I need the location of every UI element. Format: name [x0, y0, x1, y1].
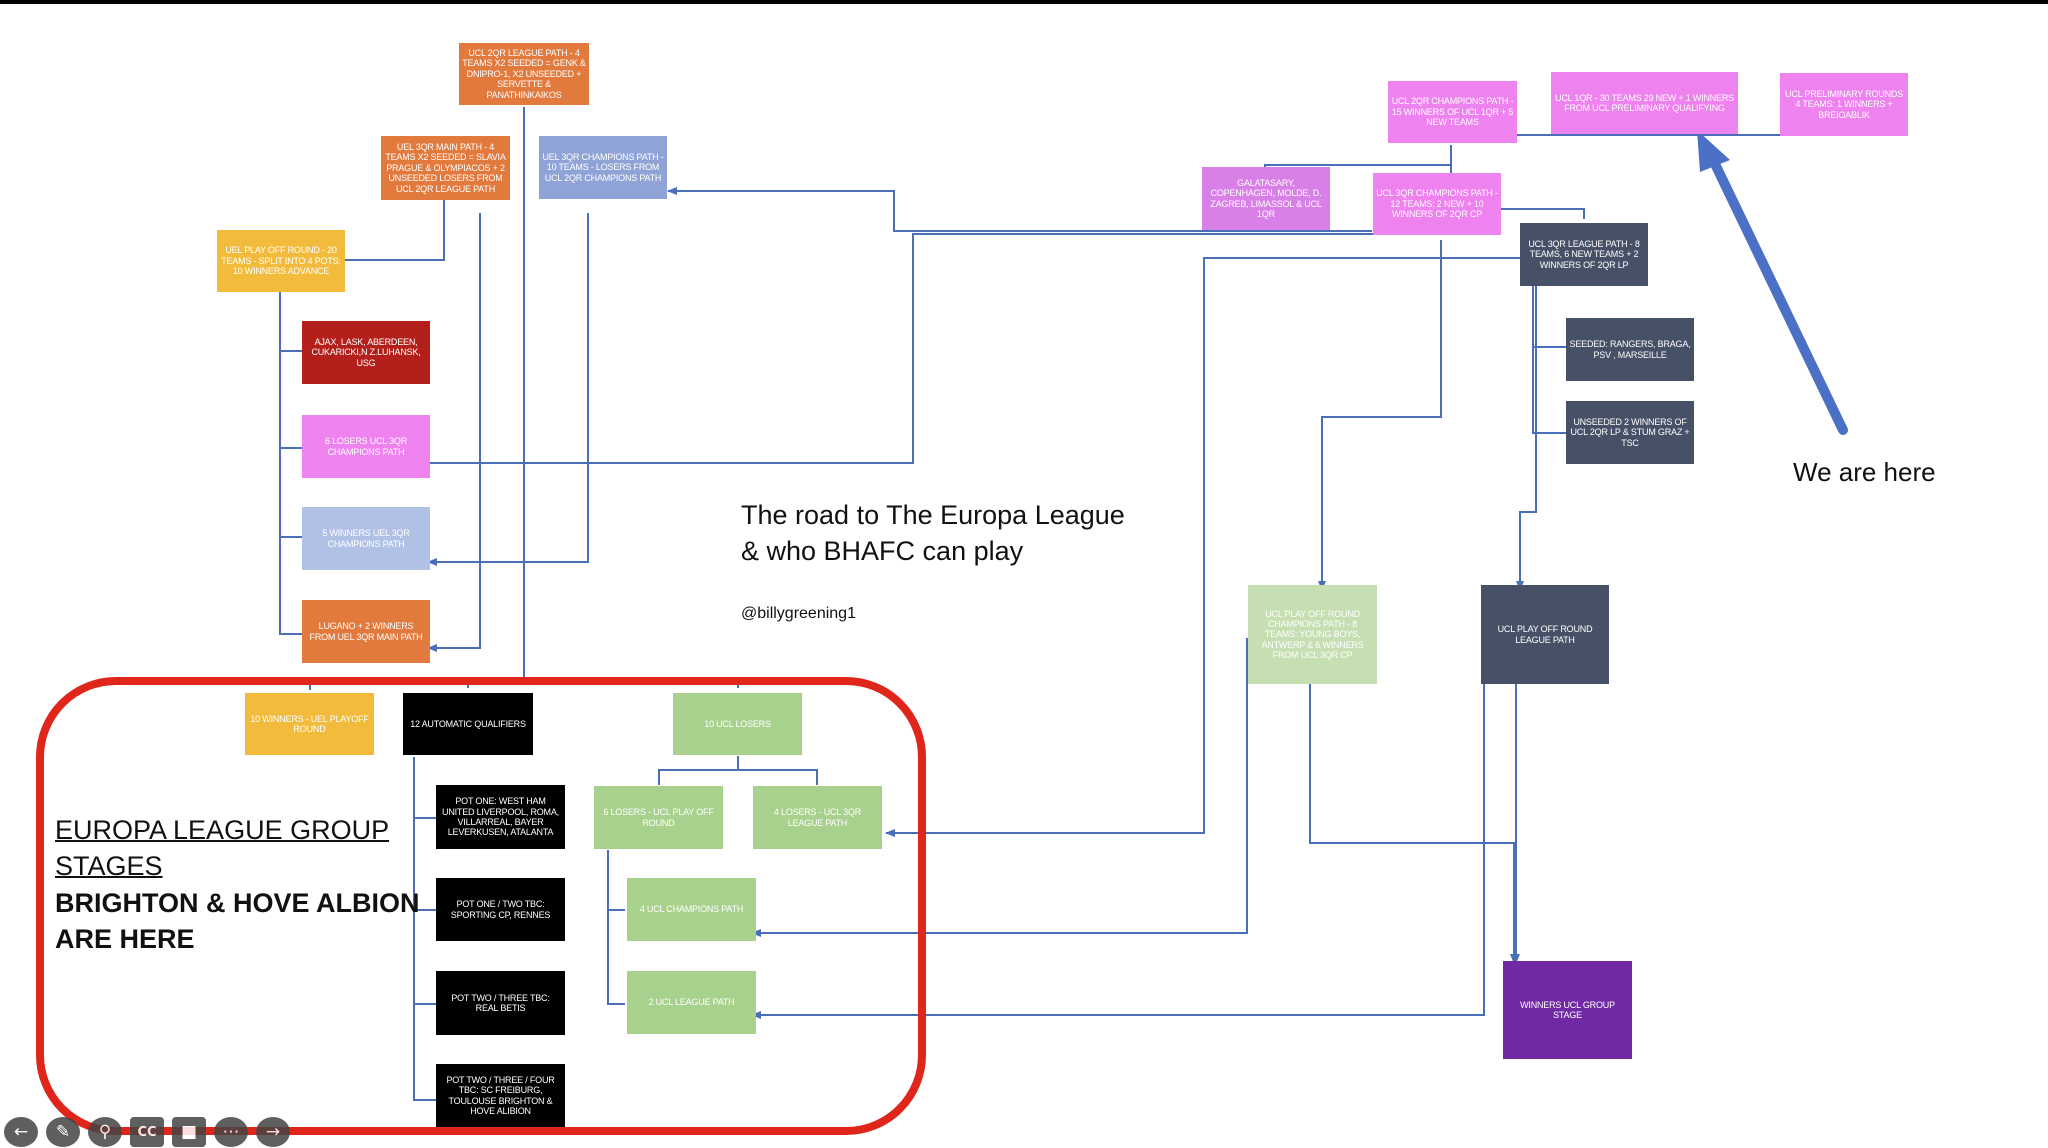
twelve-automatic-box: 12 AUTOMATIC QUALIFIERS: [403, 693, 533, 755]
group-stage-line-1: EUROPA LEAGUE GROUP: [55, 815, 390, 845]
six-losers-ucl-playoff-box: 6 LOSERS - UCL PLAY OFF ROUND: [594, 786, 723, 849]
line-playoff-bracket: [279, 292, 302, 635]
six-losers-ucl-3qr-cp-box: 6 LOSERS UCL 3QR CHAMPIONS PATH: [302, 415, 430, 478]
diagram-title: The road to The Europa League & who BHAF…: [741, 497, 1125, 570]
four-losers-ucl-3qr-lp-box: 4 LOSERS - UCL 3QR LEAGUE PATH: [753, 786, 882, 849]
line-3qrcp-to-playoffcp: [1318, 240, 1442, 591]
pen-icon[interactable]: ✎: [46, 1117, 80, 1147]
captions-button[interactable]: CC: [130, 1117, 164, 1147]
we-are-here-arrow: [1697, 130, 1848, 435]
line-playoffcp-to-groupstage: [1309, 684, 1518, 964]
galatasaray-group-box: GALATASARY, COPENHAGEN, MOLDE, D. ZAGREB…: [1202, 167, 1330, 230]
ten-winners-uel-playoff-box: 10 WINNERS - UEL PLAYOFF ROUND: [245, 693, 374, 755]
line-auto-bracket: [413, 757, 436, 1101]
ucl-2qr-champions-path-box: UCL 2QR CHAMPIONS PATH - 15 WINNERS OF U…: [1388, 81, 1517, 143]
top-border: [0, 0, 2048, 4]
ucl-preliminary-box: UCL PRELIMINARY ROUNDS 4 TEAMS: 1 WINNER…: [1780, 73, 1908, 136]
title-line-1: The road to The Europa League: [741, 500, 1125, 530]
group-stage-line-3: BRIGHTON & HOVE ALBION: [55, 887, 420, 918]
ucl-3qr-champions-path-box: UCL 3QR CHAMPIONS PATH - 12 TEAMS: 2 NEW…: [1373, 173, 1501, 235]
ucl-play-off-league-box: UCL PLAY OFF ROUND LEAGUE PATH: [1481, 585, 1609, 684]
presentation-toolbar: ← ✎ ⚲ CC ■ ⋯ →: [4, 1116, 290, 1148]
uel-3qr-champions-path-box: UEL 3QR CHAMPIONS PATH - 10 TEAMS - LOSE…: [539, 136, 667, 199]
group-stage-line-2: STAGES: [55, 851, 163, 882]
winners-ucl-group-stage-box: WINNERS UCL GROUP STAGE: [1503, 961, 1632, 1059]
line-main-to-lugano: [427, 213, 481, 652]
line-ucl-losers-split: [658, 756, 818, 785]
we-are-here-label: We are here: [1793, 457, 1936, 487]
screen-icon[interactable]: ■: [172, 1117, 206, 1147]
group-stage-line-4: ARE HERE: [55, 924, 195, 955]
unseeded-box: UNSEEDED 2 WINNERS OF UCL 2QR LP & STUM …: [1566, 401, 1694, 464]
line-playofflp-to-2league: [751, 684, 1485, 1019]
magnifier-icon[interactable]: ⚲: [88, 1117, 122, 1147]
more-icon[interactable]: ⋯: [214, 1117, 248, 1147]
five-winners-uel-3qr-cp-box: 5 WINNERS UEL 3QR CHAMPIONS PATH: [302, 507, 430, 570]
line-playoffcp-to-4champs: [751, 638, 1248, 937]
ten-ucl-losers-box: 10 UCL LOSERS: [673, 693, 802, 755]
arrow-right-icon[interactable]: →: [256, 1117, 290, 1147]
pot-two-three-box: POT TWO / THREE TBC: REAL BETIS: [436, 971, 565, 1035]
group-stage-label: EUROPA LEAGUE GROUP STAGES BRIGHTON & HO…: [55, 812, 420, 958]
line-main-to-playoff: [345, 200, 445, 261]
line-6losers-bracket: [607, 850, 625, 1005]
author-handle: @billygreening1: [741, 605, 856, 622]
pot-one-box: POT ONE: WEST HAM UNITED LIVERPOOL, ROMA…: [436, 785, 565, 849]
pot-two-three-four-box: POT TWO / THREE / FOUR TBC: SC FREIBURG,…: [436, 1064, 565, 1127]
group-stage-frame: [36, 677, 926, 1135]
ucl-3qr-league-path-box: UCL 3QR LEAGUE PATH - 8 TEAMS, 6 NEW TEA…: [1520, 223, 1648, 286]
four-ucl-champions-path-box: 4 UCL CHAMPIONS PATH: [627, 878, 756, 941]
ucl-1qr-box: UCL 1QR - 30 TEAMS 29 NEW + 1 WINNERS FR…: [1551, 72, 1738, 134]
ajax-lask-group-box: AJAX, LASK, ABERDEEN, CUKARICKI,N Z.LUHA…: [302, 321, 430, 384]
line-3qrlp-seeded: [1532, 286, 1566, 434]
uel-play-off-round-box: UEL PLAY OFF ROUND - 20 TEAMS - SPLIT IN…: [217, 230, 345, 292]
lugano-box: LUGANO + 2 WINNERS FROM UEL 3QR MAIN PAT…: [302, 600, 430, 663]
seeded-box: SEEDED: RANGERS, BRAGA, PSV , MARSEILLE: [1566, 318, 1694, 381]
line-3qrlp-to-playofflp: [1516, 286, 1537, 591]
two-ucl-league-path-box: 2 UCL LEAGUE PATH: [627, 971, 756, 1034]
line-cp-to-6losers: [419, 233, 1433, 467]
ucl-play-off-champions-box: UCL PLAY OFF ROUND CHAMPIONS PATH - 8 TE…: [1248, 585, 1377, 684]
uel-3qr-main-path-box: UEL 3QR MAIN PATH - 4 TEAMS X2 SEEDED = …: [381, 136, 510, 200]
pot-one-two-box: POT ONE / TWO TBC: SPORTING CP, RENNES: [436, 878, 565, 941]
title-line-2: & who BHAFC can play: [741, 536, 1024, 567]
line-2qrcp-to-uel3qrcp: [667, 187, 1372, 232]
line-3qrlp-to-4losers: [885, 257, 1520, 837]
line-3qrcp-to-5winners: [427, 213, 589, 566]
ucl-2qr-league-path-box: UCL 2QR LEAGUE PATH - 4 TEAMS X2 SEEDED …: [459, 43, 589, 105]
arrow-left-icon[interactable]: ←: [4, 1117, 38, 1147]
